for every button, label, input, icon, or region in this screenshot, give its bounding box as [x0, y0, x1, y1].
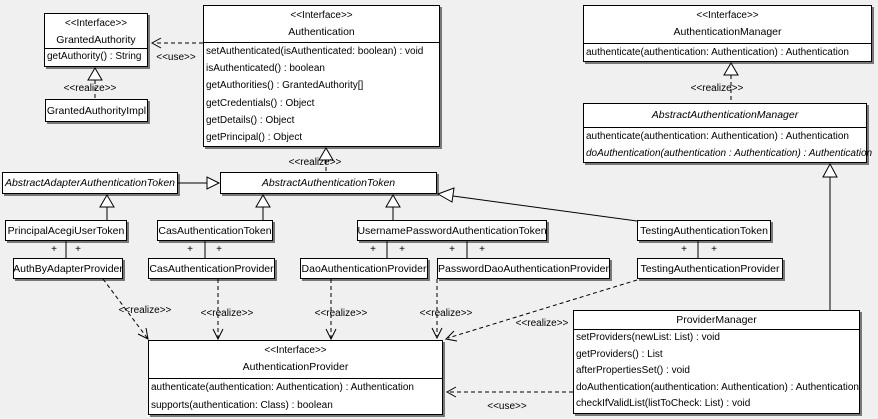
class-name: ProviderManager	[574, 311, 859, 330]
class-name: DaoAuthenticationProvider	[301, 262, 427, 275]
stereotype-label: <<Interface>>	[64, 18, 128, 29]
class-box-cas-authentication-provider: CasAuthenticationProvider	[148, 258, 275, 279]
class-box-auth-by-adapter-provider: AuthByAdapterProvider	[13, 258, 123, 279]
open-arrowhead-icon	[325, 328, 337, 341]
method-label: getProviders() : List	[576, 348, 663, 360]
class-box-granted-authority-impl: GrantedAuthorityImpl	[45, 99, 148, 122]
method-label: getCredentials() : Object	[206, 97, 315, 109]
hollow-triangle-icon	[318, 147, 334, 161]
method-label: getAuthority() : String	[47, 51, 142, 62]
realize-stereotype-label: <<realize>>	[201, 308, 254, 319]
class-box-dao-authentication-provider: DaoAuthenticationProvider	[300, 258, 428, 279]
class-name: TestingAuthenticationProvider	[640, 262, 780, 275]
class-name: GrantedAuthority	[56, 34, 136, 46]
plus-visibility-label: +	[479, 244, 485, 255]
hollow-triangle-icon	[385, 194, 401, 208]
method-label: doAuthentication(authentication: Authent…	[576, 381, 859, 393]
class-box-provider-manager: ProviderManager setProviders(newList: Li…	[573, 310, 860, 414]
class-name: AbstractAdapterAuthenticationToken	[4, 177, 176, 189]
use-stereotype-label: <<use>>	[487, 401, 527, 412]
class-name: PasswordDaoAuthenticationProvider	[438, 262, 610, 275]
plus-visibility-label: +	[216, 244, 222, 255]
method-label: checkIfValidList(listToCheck: List) : vo…	[576, 398, 751, 410]
open-arrowhead-icon	[444, 330, 458, 342]
method-label: authenticate(authentication: Authenticat…	[151, 382, 414, 393]
open-arrowhead-icon	[150, 37, 162, 49]
open-arrowhead-icon	[137, 327, 149, 340]
hollow-triangle-icon	[822, 162, 838, 178]
method-label: authenticate(authentication: Authenticat…	[586, 131, 849, 142]
class-box-granted-authority: <<Interface>> GrantedAuthority getAuthor…	[44, 13, 148, 67]
plus-visibility-label: +	[711, 244, 717, 255]
open-arrowhead-icon	[431, 327, 443, 340]
open-arrowhead-icon	[212, 328, 224, 341]
class-box-abstract-adapter-authentication-token: AbstractAdapterAuthenticationToken	[2, 172, 178, 194]
realize-stereotype-label: <<realize>>	[691, 83, 744, 94]
generalization-edge-testing-token	[452, 195, 638, 222]
class-box-password-dao-authentication-provider: PasswordDaoAuthenticationProvider	[437, 258, 610, 279]
class-name: CasAuthenticationToken	[158, 224, 272, 237]
method-label: authenticate(authentication: Authenticat…	[586, 47, 849, 58]
method-label: isAuthenticated() : boolean	[206, 63, 325, 75]
class-box-cas-authentication-token: CasAuthenticationToken	[157, 220, 273, 241]
realization-edge-authbyadapter-provider	[102, 278, 149, 340]
realize-stereotype-label: <<realize>>	[420, 308, 473, 319]
class-box-abstract-authentication-manager: AbstractAuthenticationManager authentica…	[583, 103, 873, 163]
class-name: GrantedAuthorityImpl	[46, 104, 147, 117]
class-box-authentication-manager: <<Interface>> AuthenticationManager auth…	[583, 5, 872, 62]
class-box-authentication: <<Interface>> Authentication setAuthenti…	[203, 5, 440, 147]
stereotype-label: <<Interface>>	[696, 10, 759, 21]
class-box-authentication-provider: <<Interface>> AuthenticationProvider aut…	[148, 340, 443, 415]
hollow-triangle-icon	[436, 187, 455, 203]
plus-visibility-label: +	[370, 244, 376, 255]
class-name: UsernamePasswordAuthenticationToken	[357, 224, 547, 237]
hollow-triangle-icon	[255, 194, 271, 208]
class-name: AuthenticationProvider	[242, 361, 349, 373]
hollow-triangle-icon	[99, 194, 115, 208]
class-name: AbstractAuthenticationToken	[261, 177, 396, 189]
plus-visibility-label: +	[681, 244, 687, 255]
realize-stereotype-label: <<realize>>	[516, 318, 569, 329]
class-box-abstract-authentication-token: AbstractAuthenticationToken	[220, 172, 437, 194]
realize-stereotype-label: <<realize>>	[289, 157, 342, 168]
class-box-testing-authentication-token: TestingAuthenticationToken	[637, 220, 771, 241]
open-arrowhead-icon	[445, 386, 457, 398]
method-label: getDetails() : Object	[206, 114, 295, 126]
hollow-triangle-icon	[723, 62, 739, 76]
realize-stereotype-label: <<realize>>	[64, 83, 117, 94]
class-name: CasAuthenticationProvider	[149, 262, 274, 275]
method-label: supports(authentication: Class) : boolea…	[151, 399, 333, 411]
class-box-testing-authentication-provider: TestingAuthenticationProvider	[637, 258, 783, 279]
realize-stereotype-label: <<realize>>	[315, 308, 368, 319]
method-label: setProviders(newList: List) : void	[576, 332, 720, 343]
stereotype-label: <<Interface>>	[290, 10, 353, 21]
hollow-triangle-icon	[87, 67, 103, 81]
class-name: TestingAuthenticationToken	[640, 224, 768, 237]
method-label: getAuthorities() : GrantedAuthority[]	[206, 80, 364, 92]
stereotype-label: <<Interface>>	[264, 345, 327, 356]
plus-visibility-label: +	[187, 244, 193, 255]
realize-stereotype-label: <<realize>>	[119, 305, 172, 316]
method-label: afterPropertiesSet() : void	[576, 365, 690, 377]
class-box-principal-acegi-user-token: PrincipalAcegiUserToken	[5, 220, 127, 241]
method-label: setAuthenticated(isAuthenticated: boolea…	[206, 46, 424, 57]
class-name: AuthenticationManager	[673, 26, 782, 38]
class-name: AbstractAuthenticationManager	[584, 104, 866, 128]
class-name: PrincipalAcegiUserToken	[7, 224, 125, 237]
plus-visibility-label: +	[75, 244, 81, 255]
plus-visibility-label: +	[51, 244, 57, 255]
plus-visibility-label: +	[449, 244, 455, 255]
plus-visibility-label: +	[399, 244, 405, 255]
method-label: doAuthentication(authentication : Authen…	[586, 148, 873, 159]
class-box-username-password-authentication-token: UsernamePasswordAuthenticationToken	[357, 220, 547, 241]
hollow-triangle-icon	[206, 176, 221, 190]
class-name: Authentication	[288, 26, 355, 38]
use-stereotype-label: <<use>>	[156, 52, 196, 63]
method-label: getPrincipal() : Object	[206, 132, 303, 144]
class-name: AuthByAdapterProvider	[13, 262, 123, 275]
